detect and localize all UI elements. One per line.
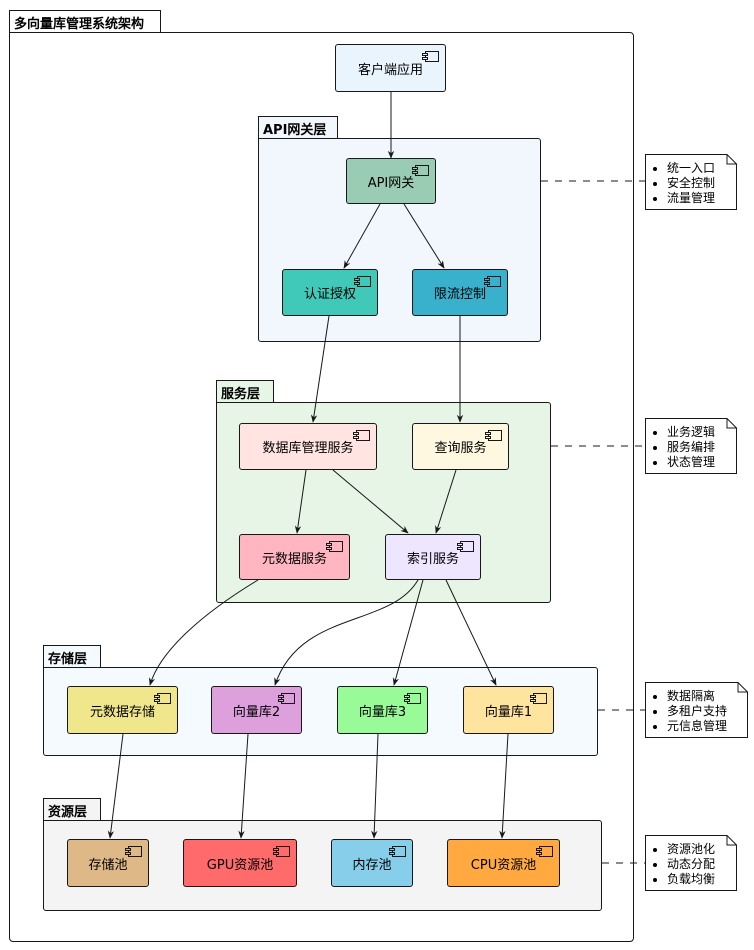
note-item: 服务编排 [667, 440, 715, 455]
rate-limit-component[interactable]: 限流控制 [412, 269, 508, 316]
metadata-storage-component[interactable]: 元数据存储 [67, 686, 178, 734]
query-service-component[interactable]: 查询服务 [412, 423, 509, 470]
edge-auth-dbmgmt [310, 315, 330, 423]
vector-db-2-label: 向量库2 [232, 704, 281, 720]
note-item: 动态分配 [667, 857, 715, 872]
rate-limit-label: 限流控制 [433, 287, 486, 302]
auth-component[interactable]: 认证授权 [282, 269, 378, 316]
api-gateway-component[interactable]: API网关 [346, 158, 436, 204]
resource-layer-tab: 资源层 [43, 798, 101, 820]
component-icon [530, 693, 547, 704]
edge-dbmgmt-index [332, 469, 409, 534]
storage-note: 数据隔离 多租户支持 元信息管理 [645, 682, 748, 738]
component-icon [389, 846, 406, 857]
component-icon [353, 430, 370, 441]
component-icon [326, 541, 343, 552]
metadata-service-component[interactable]: 元数据服务 [239, 534, 350, 580]
edge-index-vdb2 [274, 579, 419, 686]
note-item: 多租户支持 [667, 704, 727, 719]
edge-metadata-metastore [148, 579, 259, 686]
note-item: 安全控制 [667, 176, 715, 191]
vector-db-1-label: 向量库1 [484, 704, 533, 720]
memory-pool-component[interactable]: 内存池 [331, 839, 413, 887]
note-shape [645, 154, 737, 210]
api-gateway-label: API网关 [367, 175, 415, 191]
gpu-pool-component[interactable]: GPU资源池 [183, 839, 297, 887]
auth-label: 认证授权 [303, 287, 356, 302]
component-icon [273, 846, 290, 857]
edge-index-vdb1 [445, 579, 497, 686]
db-management-service-label: 数据库管理服务 [262, 441, 354, 456]
system-title: 多向量库管理系统架构 [14, 17, 145, 32]
db-management-service-component[interactable]: 数据库管理服务 [239, 423, 377, 470]
edge-gateway-auth [343, 203, 381, 269]
memory-pool-label: 内存池 [352, 857, 392, 873]
note-item: 负载均衡 [667, 872, 715, 887]
cpu-pool-label: CPU资源池 [470, 857, 537, 873]
edge-vdb1-cpupool [499, 733, 509, 839]
note-item: 元信息管理 [667, 719, 727, 734]
edge-dbmgmt-metadata [294, 469, 307, 534]
vector-db-3-component[interactable]: 向量库3 [337, 686, 428, 734]
gateway-note: 统一入口 安全控制 流量管理 [645, 154, 737, 210]
metadata-service-label: 元数据服务 [261, 551, 327, 567]
query-service-label: 查询服务 [434, 441, 487, 456]
component-icon [354, 276, 371, 287]
component-icon [536, 846, 553, 857]
gateway-layer-tab: API网关层 [258, 116, 338, 138]
edge-gateway-ratelimit [403, 203, 445, 269]
vector-db-1-component[interactable]: 向量库1 [463, 686, 554, 734]
note-shape [645, 835, 737, 891]
note-item: 数据隔离 [667, 689, 727, 704]
storage-layer-tab: 存储层 [43, 645, 101, 667]
service-note: 业务逻辑 服务编排 状态管理 [645, 418, 737, 474]
note-item: 流量管理 [667, 191, 715, 206]
service-layer-tab: 服务层 [216, 380, 274, 402]
client-app-label: 客户端应用 [357, 62, 423, 78]
component-icon [422, 51, 439, 62]
note-shape [645, 682, 748, 738]
note-item: 资源池化 [667, 842, 715, 857]
metadata-storage-label: 元数据存储 [89, 704, 155, 720]
component-icon [125, 846, 142, 857]
gateway-layer-label: API网关层 [263, 123, 327, 138]
index-service-label: 索引服务 [406, 551, 459, 567]
vector-db-2-component[interactable]: 向量库2 [211, 686, 302, 734]
index-service-component[interactable]: 索引服务 [385, 534, 481, 580]
component-icon [457, 541, 474, 552]
resource-note: 资源池化 动态分配 负载均衡 [645, 835, 737, 891]
component-icon [485, 430, 502, 441]
component-icon [154, 693, 171, 704]
storage-pool-label: 存储池 [88, 857, 128, 873]
edge-vdb3-memorypool [371, 733, 379, 839]
note-item: 状态管理 [667, 455, 715, 470]
edge-index-vdb3 [392, 579, 424, 686]
note-shape [645, 418, 737, 474]
gpu-pool-label: GPU资源池 [206, 857, 274, 873]
edge-metastore-storagepool [107, 733, 124, 839]
storage-pool-component[interactable]: 存储池 [67, 839, 149, 887]
component-icon [484, 276, 501, 287]
resource-layer-label: 资源层 [48, 805, 88, 820]
component-icon [278, 693, 295, 704]
service-layer-label: 服务层 [221, 387, 261, 402]
system-title-tab: 多向量库管理系统架构 [9, 10, 161, 32]
cpu-pool-component[interactable]: CPU资源池 [447, 839, 560, 887]
storage-layer-label: 存储层 [48, 652, 88, 667]
note-item: 统一入口 [667, 161, 715, 176]
note-item: 业务逻辑 [667, 425, 715, 440]
system-frame [9, 32, 634, 942]
component-icon [412, 165, 429, 176]
component-icon [404, 693, 421, 704]
edge-vdb2-gpupool [238, 733, 249, 839]
client-app-component[interactable]: 客户端应用 [335, 44, 446, 92]
vector-db-3-label: 向量库3 [358, 704, 407, 720]
edge-query-index [435, 469, 457, 534]
